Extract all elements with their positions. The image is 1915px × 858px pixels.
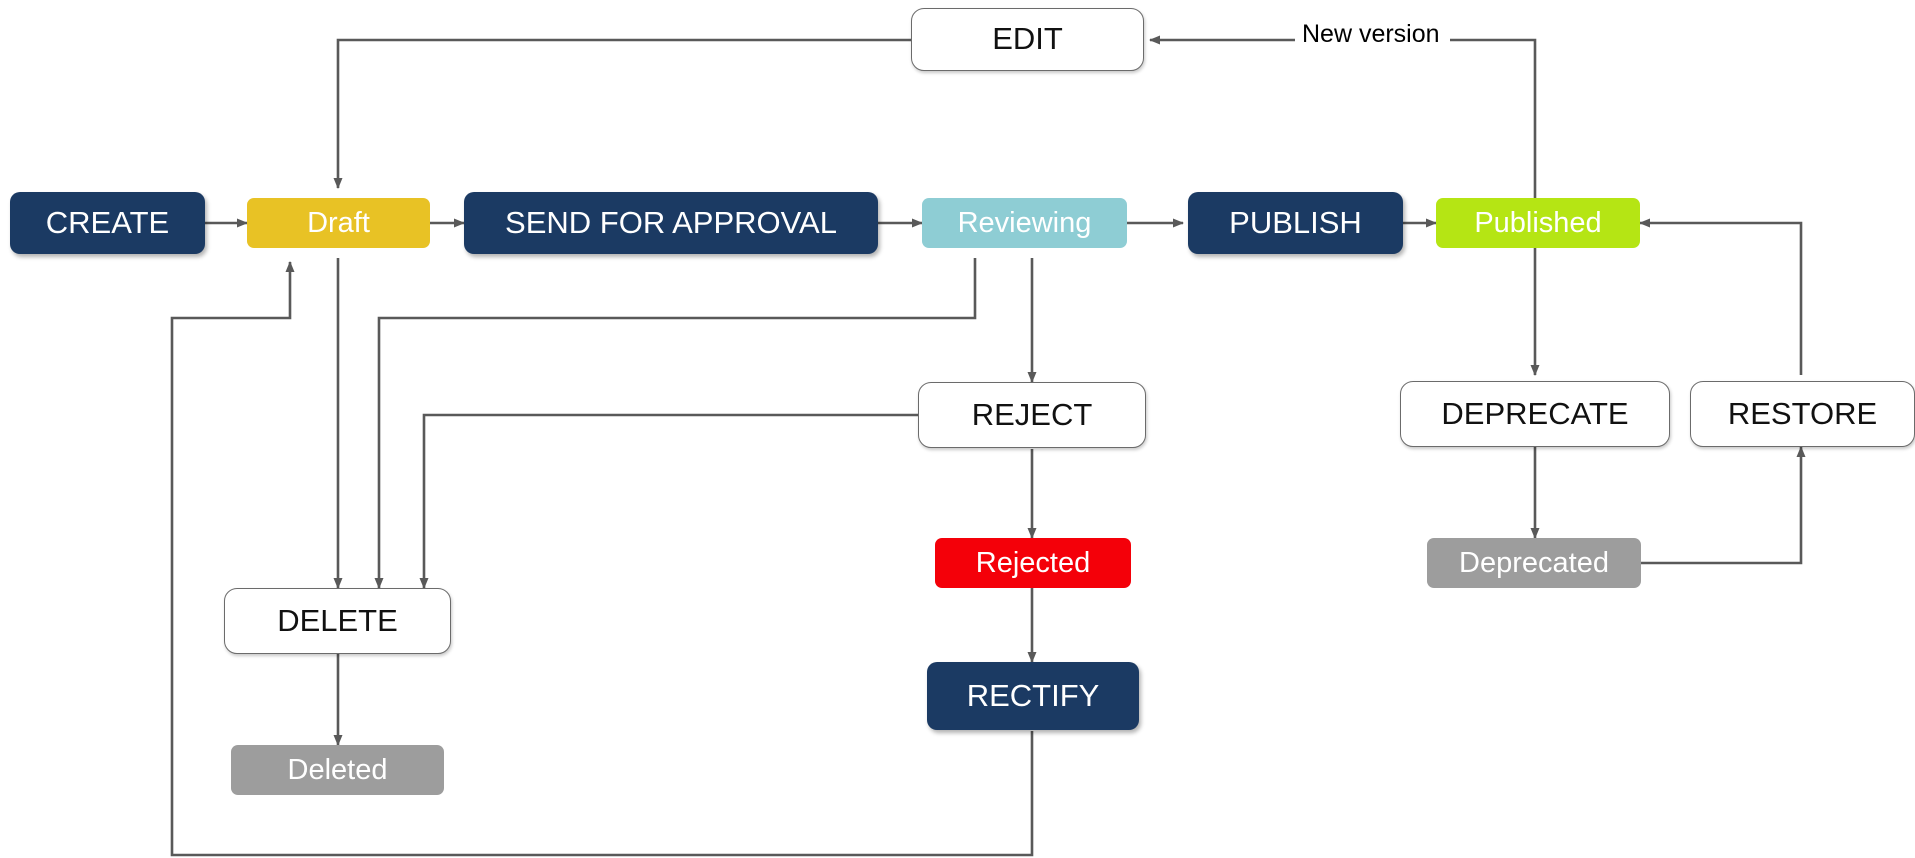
node-reviewing[interactable]: Reviewing	[922, 198, 1127, 248]
edge-published-newversion-a	[1450, 38, 1537, 223]
node-edit-label: EDIT	[992, 21, 1063, 57]
node-reviewing-label: Reviewing	[957, 206, 1092, 239]
edge-reject-delete	[419, 413, 918, 589]
node-deleted-label: Deleted	[287, 753, 388, 786]
node-rejected-label: Rejected	[975, 546, 1091, 579]
edge-edit-draft	[333, 38, 911, 189]
node-deprecated-label: Deprecated	[1459, 546, 1609, 579]
node-deprecate-label: DEPRECATE	[1441, 395, 1629, 431]
node-rectify[interactable]: RECTIFY	[927, 662, 1139, 730]
node-reject[interactable]: REJECT	[918, 382, 1146, 448]
node-published-label: Published	[1474, 206, 1602, 239]
node-publish-label: PUBLISH	[1229, 204, 1362, 240]
edge-reviewing-delete	[374, 258, 977, 589]
node-send-for-approval-label: SEND FOR APPROVAL	[505, 204, 837, 240]
node-draft-label: Draft	[307, 206, 370, 239]
node-rectify-label: RECTIFY	[966, 677, 1100, 713]
node-deleted[interactable]: Deleted	[231, 745, 444, 795]
node-create[interactable]: CREATE	[10, 192, 205, 254]
edge-label-new-version: New version	[1295, 20, 1447, 49]
node-publish[interactable]: PUBLISH	[1188, 192, 1403, 254]
node-deprecated[interactable]: Deprecated	[1427, 538, 1641, 588]
node-delete[interactable]: DELETE	[224, 588, 451, 654]
edge-deprecated-restore	[1641, 446, 1806, 565]
node-rejected[interactable]: Rejected	[935, 538, 1131, 588]
edge-restore-published	[1639, 218, 1803, 375]
edge-label-new-version-text: New version	[1302, 20, 1440, 48]
node-deprecate[interactable]: DEPRECATE	[1400, 381, 1670, 447]
node-restore-label: RESTORE	[1727, 395, 1878, 431]
node-published[interactable]: Published	[1436, 198, 1640, 248]
edge-rectify-draft	[170, 261, 1034, 857]
node-reject-label: REJECT	[971, 396, 1093, 432]
node-restore[interactable]: RESTORE	[1690, 381, 1915, 447]
node-create-label: CREATE	[45, 204, 170, 240]
node-send-for-approval[interactable]: SEND FOR APPROVAL	[464, 192, 878, 254]
node-delete-label: DELETE	[277, 602, 398, 638]
node-edit[interactable]: EDIT	[911, 8, 1144, 71]
node-draft[interactable]: Draft	[247, 198, 430, 248]
